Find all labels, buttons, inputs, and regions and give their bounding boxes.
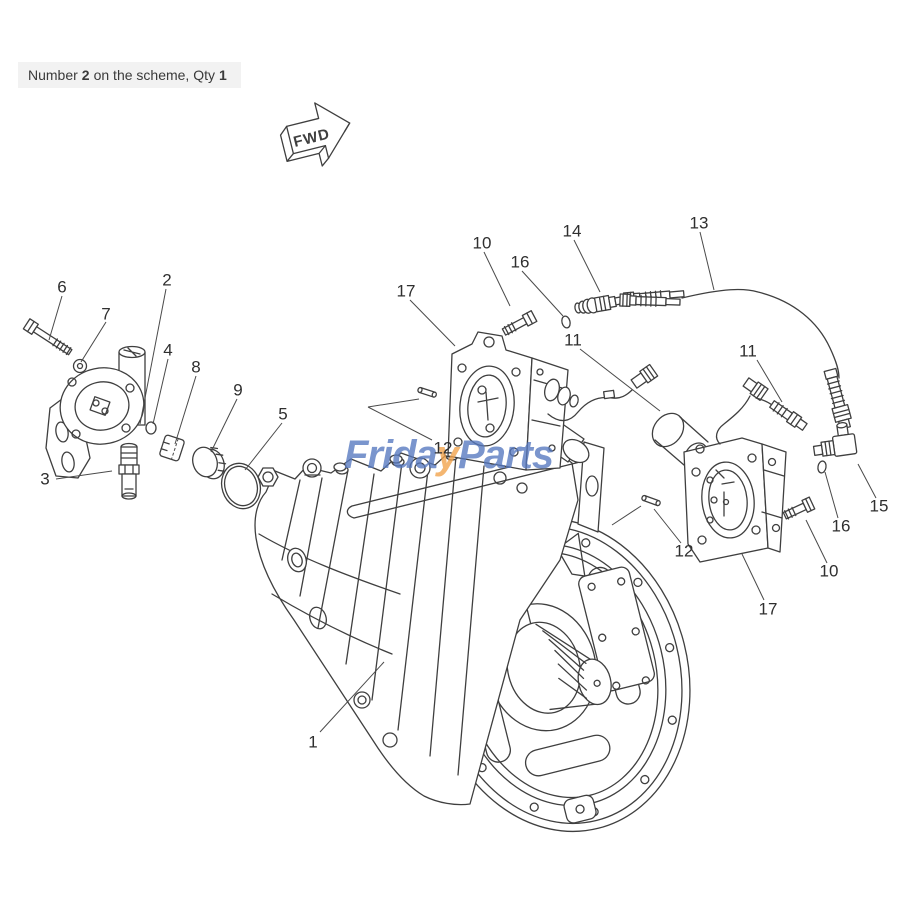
leader-16-top	[521, 270, 564, 317]
info-qty: 1	[219, 67, 227, 83]
callout-11-right: 11	[739, 342, 757, 361]
leader-lines	[48, 231, 877, 733]
callout-8: 8	[191, 358, 200, 377]
leader-7	[80, 321, 107, 363]
leader-12-top	[367, 398, 433, 441]
leader-15	[857, 463, 877, 499]
callout-2: 2	[162, 271, 171, 290]
pin-12-right	[641, 494, 661, 507]
callout-16-top: 16	[511, 253, 530, 272]
leader-1	[319, 661, 385, 733]
bottom-tab	[563, 794, 597, 824]
callout-16-right: 16	[832, 517, 851, 536]
leader-10-top	[483, 251, 511, 307]
ls-valve-top	[417, 290, 685, 471]
callout-14: 14	[563, 222, 582, 241]
bolt-10-top	[501, 310, 538, 336]
callout-4: 4	[163, 341, 172, 360]
leader-11-right	[756, 359, 783, 403]
watermark-accent: y	[435, 433, 461, 477]
ls-valve-right	[611, 377, 858, 563]
callout-9: 9	[233, 381, 242, 400]
leader-8	[174, 375, 197, 445]
callout-15: 15	[870, 497, 889, 516]
leader-11-top	[579, 348, 661, 412]
hex-nut-boss	[257, 467, 279, 487]
plug-4	[145, 421, 157, 435]
callout-1: 1	[308, 733, 317, 752]
info-part-number: 2	[81, 67, 90, 83]
callout-11-top: 11	[564, 331, 582, 350]
hose-end-fitting	[823, 367, 852, 430]
mounting-strap	[346, 441, 605, 533]
leader-10-right	[805, 519, 828, 564]
bolt-6	[22, 318, 73, 356]
leader-5	[244, 422, 283, 471]
relief-valve-3	[118, 442, 140, 500]
callout-12-right: 12	[675, 542, 694, 561]
o-ring-16-right	[817, 460, 827, 474]
harness-11-right	[715, 377, 808, 445]
leader-2	[139, 288, 167, 425]
callout-5: 5	[278, 405, 287, 424]
elbow-fitting-15	[812, 422, 858, 457]
info-prefix: Number	[28, 67, 78, 83]
callout-10-top: 10	[473, 234, 492, 253]
leader-9	[210, 398, 238, 453]
callout-13: 13	[690, 214, 709, 233]
gear-pump-body-2	[45, 367, 145, 479]
wiring-harness-11-top	[547, 363, 659, 422]
leader-17-right	[741, 553, 765, 601]
washer-7	[72, 358, 88, 374]
watermark-last: Parts	[458, 433, 553, 477]
gear-pump-group	[22, 318, 262, 510]
leader-6	[48, 295, 63, 341]
cap-8	[159, 434, 185, 462]
o-ring-5	[220, 462, 262, 510]
callout-7: 7	[101, 305, 110, 324]
hose-13	[619, 288, 852, 430]
lifting-eyebolt	[302, 458, 322, 478]
bolt-10-right	[782, 496, 816, 520]
leader-3	[55, 470, 113, 480]
callout-10-right: 10	[820, 562, 839, 581]
drive-shaft	[486, 603, 612, 732]
o-ring-16-top	[561, 315, 571, 329]
leader-14	[573, 239, 601, 293]
callout-17-right: 17	[759, 600, 778, 619]
callout-6: 6	[57, 278, 66, 297]
watermark-logo: FridayParts	[344, 433, 553, 477]
watermark-first: Frida	[344, 433, 438, 477]
callout-12-top: 12	[434, 439, 453, 458]
callout-3: 3	[40, 470, 49, 489]
leader-13	[699, 231, 715, 291]
fwd-arrow-icon: FWD	[279, 102, 351, 167]
bushing-9	[192, 446, 227, 480]
callout-labels: 6 7 2 4 8 9 5 3 17 10 16 14 13 11 12 11 …	[40, 214, 888, 752]
leader-4	[152, 358, 169, 425]
pin-12-top	[417, 386, 437, 398]
info-middle: on the scheme, Qty	[93, 67, 215, 83]
main-pump-body	[254, 441, 605, 806]
leader-17-top	[409, 299, 456, 347]
leader-12-right	[653, 508, 682, 544]
leader-16-right	[824, 471, 839, 519]
sensor-14	[574, 294, 625, 314]
callout-17-top: 17	[397, 282, 416, 301]
